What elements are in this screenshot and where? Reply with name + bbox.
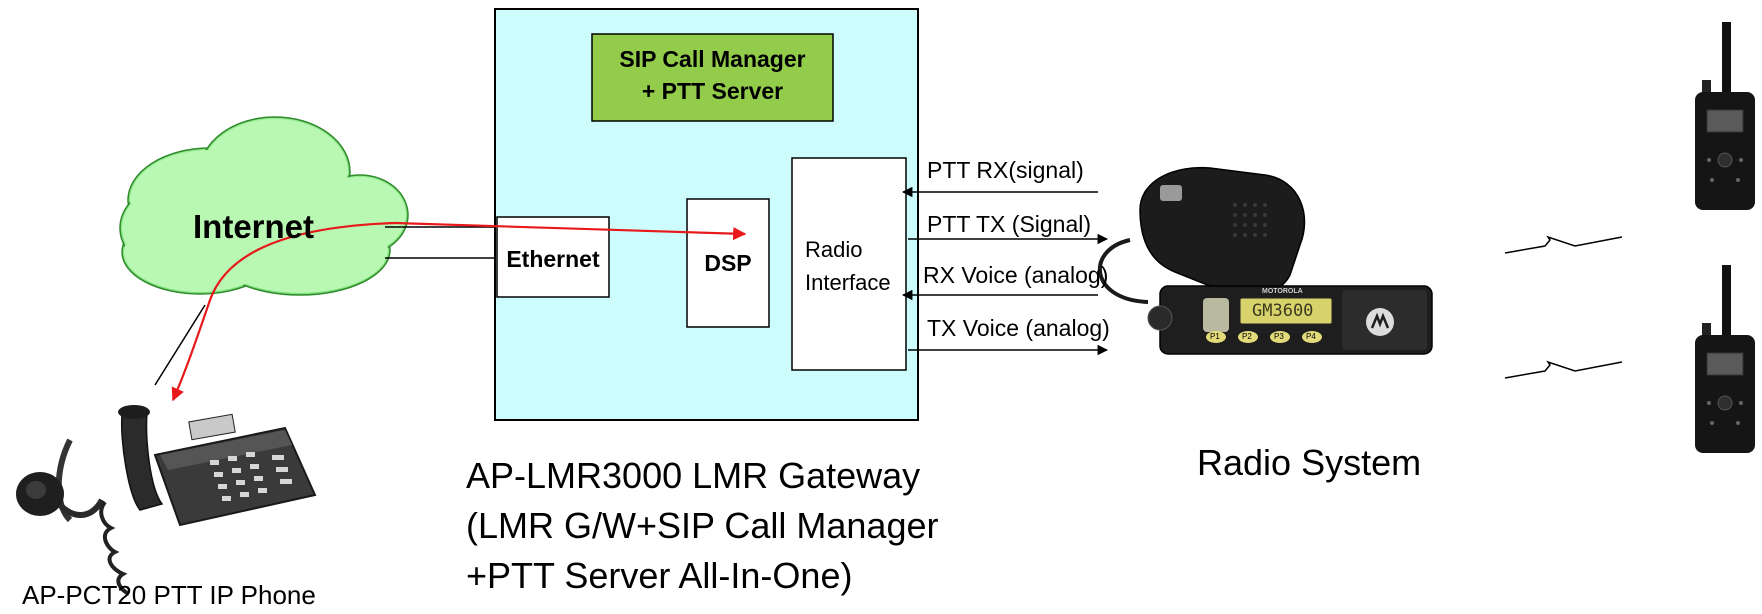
phone-caption: AP-PCT20 PTT IP Phone xyxy=(22,580,316,610)
radio-key-p1: P1 xyxy=(1210,332,1220,341)
rx-voice-label: RX Voice (analog) xyxy=(923,262,1109,288)
handheld-radio-icon-bottom xyxy=(1695,265,1755,453)
handheld-radio-icon-top xyxy=(1695,22,1755,210)
radio-brand-text: MOTOROLA xyxy=(1262,288,1303,295)
radio-links xyxy=(1504,235,1623,379)
signal-path-to-dsp xyxy=(394,221,747,241)
gateway-caption-line2: (LMR G/W+SIP Call Manager xyxy=(466,505,939,546)
gateway-caption-line3: +PTT Server All-In-One) xyxy=(466,555,853,596)
ptt-tx-label: PTT TX (Signal) xyxy=(927,211,1092,237)
radio-key-p3: P3 xyxy=(1274,332,1284,341)
signal-path xyxy=(171,221,747,402)
mobile-radio-icon xyxy=(1097,166,1433,355)
radio-interface-block xyxy=(791,157,907,371)
dsp-label: DSP xyxy=(704,250,752,276)
gateway-caption-line1: AP-LMR3000 LMR Gateway xyxy=(466,455,921,496)
radio-key-p2: P2 xyxy=(1242,332,1252,341)
radio-link-bottom xyxy=(1504,360,1623,379)
network-links xyxy=(154,226,497,386)
signal-path-to-phone xyxy=(171,221,396,402)
tx-voice-label: TX Voice (analog) xyxy=(927,315,1110,341)
signal-arrows xyxy=(901,186,1109,356)
dsp-block xyxy=(686,198,770,328)
ethernet-label: Ethernet xyxy=(506,246,600,272)
radio-interface-label-line2: Interface xyxy=(805,270,891,295)
radio-interface-label-line1: Radio xyxy=(805,237,863,262)
radio-display-text: GM3600 xyxy=(1252,301,1314,321)
radio-link-top xyxy=(1504,235,1623,254)
radio-key-p4: P4 xyxy=(1306,332,1316,341)
sip-label-line2: + PTT Server xyxy=(641,78,784,104)
ptt-rx-label: PTT RX(signal) xyxy=(927,157,1084,183)
radio-system-caption: Radio System xyxy=(1197,442,1422,483)
ethernet-block xyxy=(496,216,610,298)
sip-label-line1: SIP Call Manager xyxy=(619,46,806,72)
sip-call-manager-block xyxy=(591,33,834,122)
ip-phone-icon xyxy=(16,405,317,596)
internet-cloud-icon xyxy=(119,116,409,296)
internet-label: Internet xyxy=(193,208,315,245)
